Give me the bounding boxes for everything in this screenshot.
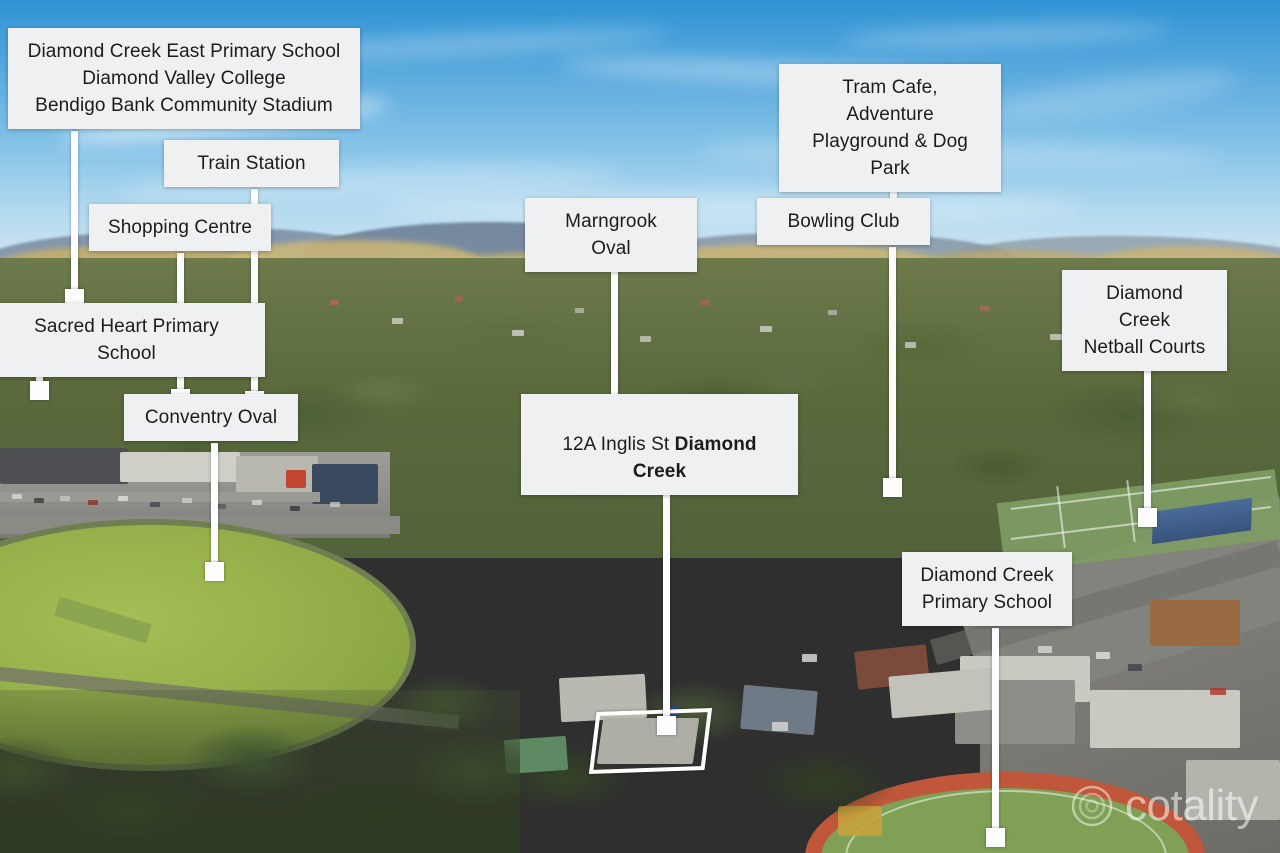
label-subject-property[interactable]: 12A Inglis St Diamond Creek [521,394,798,495]
leader-marker-conventry-oval [205,562,224,581]
label-diamond-creek-netball-courts[interactable]: Diamond Creek Netball Courts [1062,270,1227,371]
car [1210,688,1226,695]
rooftop [760,326,772,332]
rooftop [1050,334,1062,340]
car [216,504,226,509]
commercial-building [1090,690,1240,748]
rooftop [700,300,710,305]
label-tram-cafe-playground-dog-park[interactable]: Tram Cafe, Adventure Playground & Dog Pa… [779,64,1001,192]
property-boundary-outline [588,708,713,774]
car [12,494,22,499]
rooftop [392,318,403,324]
rooftop [640,336,651,342]
car [252,500,262,505]
leader-marker-primary-school [986,828,1005,847]
carpark-aisle [0,492,320,502]
car [330,502,340,507]
rooftop [330,300,339,305]
leader-marker-bowling-club [883,478,902,497]
leader-line-train-station [251,189,258,400]
commercial-building [0,448,128,484]
subject-street: 12A Inglis St [562,434,675,455]
commercial-building [312,464,378,504]
rooftop [512,330,524,336]
car [34,498,44,503]
rooftop [455,296,463,301]
leader-marker-sacred-heart [30,381,49,400]
rooftop [828,310,837,315]
rooftop [905,342,916,348]
leader-line-bowling-club [889,247,896,490]
label-train-station[interactable]: Train Station [164,140,339,187]
cloud [380,190,1080,224]
leader-marker-subject-property [657,716,676,735]
label-sacred-heart-primary-school[interactable]: Sacred Heart Primary School [0,303,265,377]
leader-line-conventry-oval [211,443,218,575]
car [772,722,788,731]
label-bowling-club[interactable]: Bowling Club [757,198,930,245]
tree-canopy-foreground [0,690,520,853]
label-conventry-oval[interactable]: Conventry Oval [124,394,298,441]
commercial-building [120,452,240,482]
car [1096,652,1110,659]
car [664,706,680,715]
car [88,500,98,505]
leader-line-schools-stadium [71,131,78,298]
rooftop [575,308,584,313]
rooftop [980,306,990,311]
car [290,506,300,511]
car [1128,664,1142,671]
subject-suburb: Diamond Creek [632,434,757,482]
leader-line-netball-courts [1144,346,1151,520]
leader-line-marngrook-oval [611,247,618,466]
car [182,498,192,503]
car [802,654,817,662]
car [150,502,160,507]
leader-line-subject-property [663,443,670,730]
commercial-building [1186,760,1280,820]
label-diamond-creek-primary-school[interactable]: Diamond Creek Primary School [902,552,1072,626]
label-shopping-centre[interactable]: Shopping Centre [89,204,271,251]
signage [286,470,306,488]
leader-line-primary-school [992,628,999,840]
commercial-building [1150,600,1240,646]
car [118,496,128,501]
label-schools-stadium[interactable]: Diamond Creek East Primary School Diamon… [8,28,360,129]
leader-marker-netball-courts [1138,508,1157,527]
car [1038,646,1052,653]
car [60,496,70,501]
label-marngrook-oval[interactable]: Marngrook Oval [525,198,697,272]
